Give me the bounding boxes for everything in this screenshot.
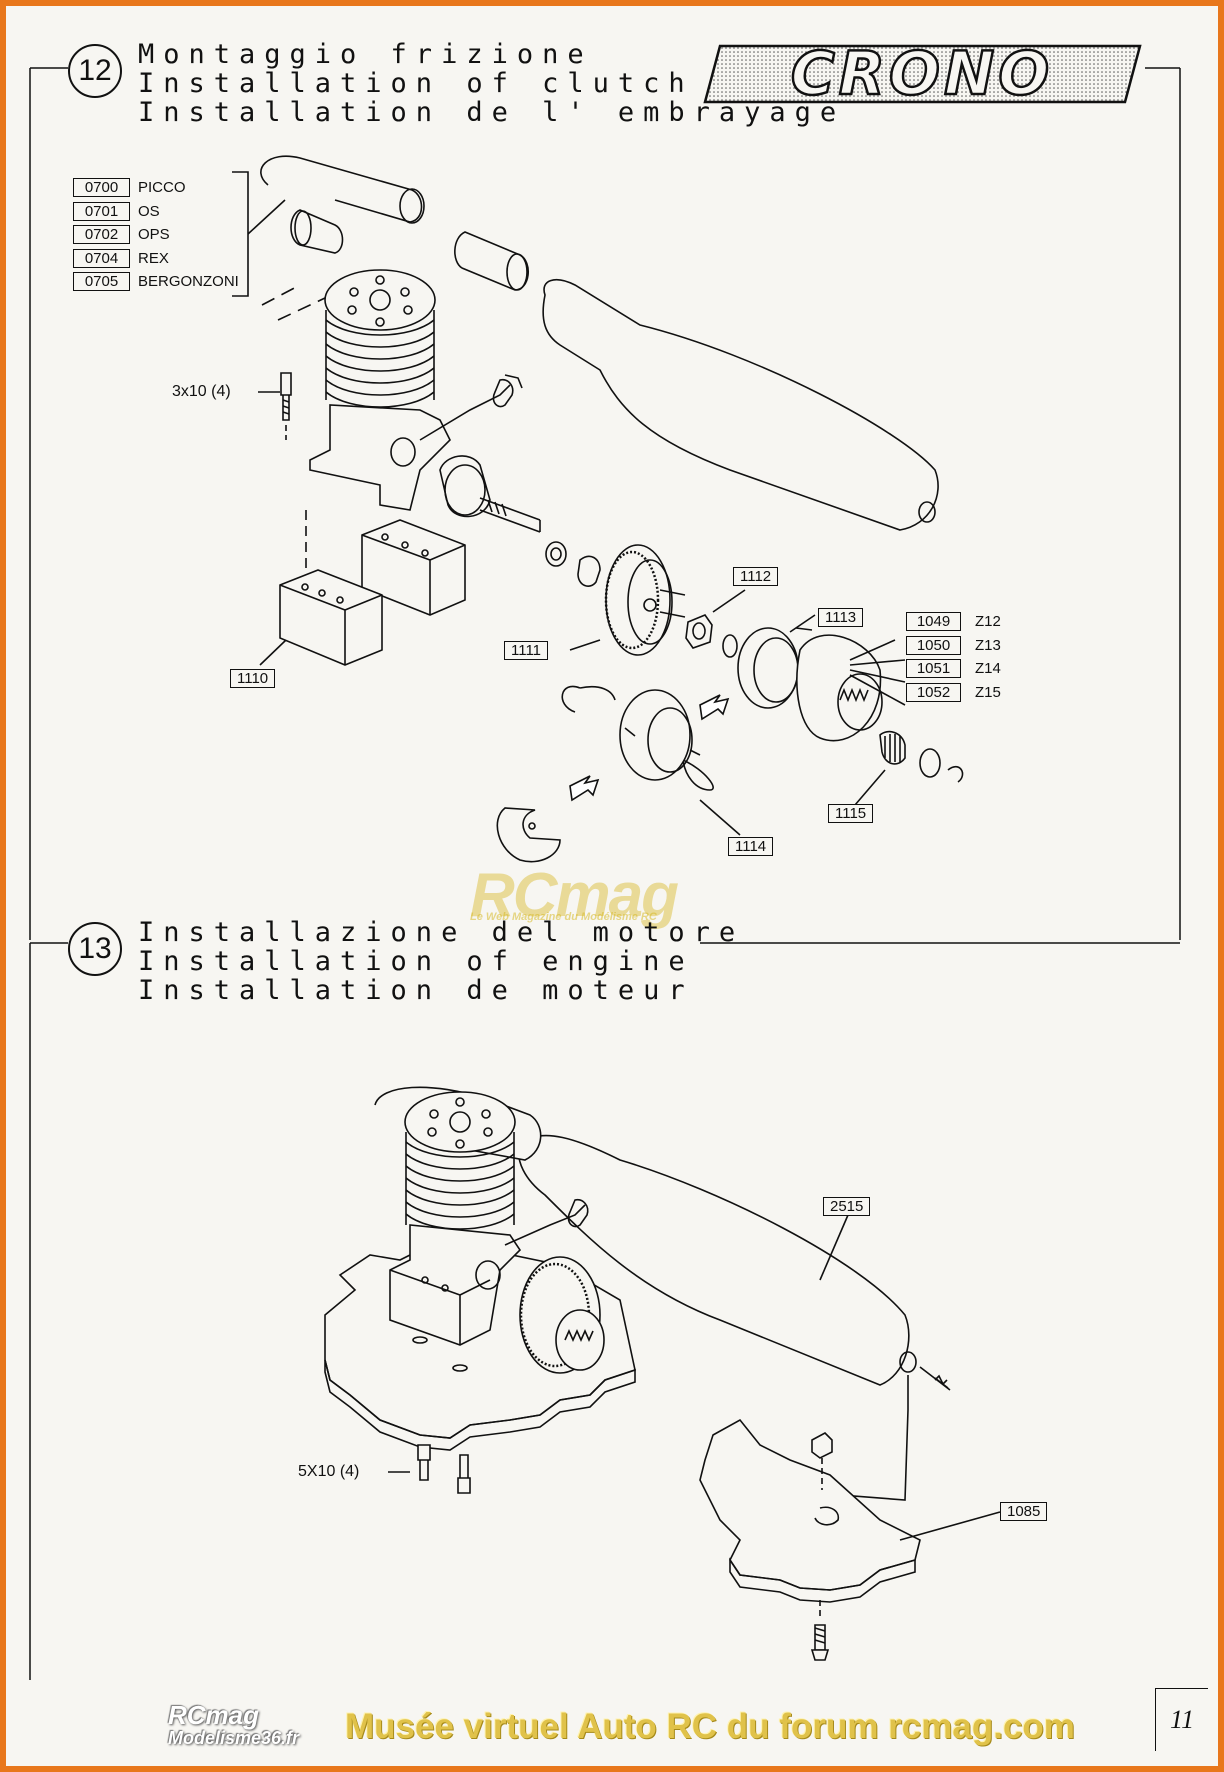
engine-name: OS (138, 202, 160, 220)
rcmag-watermark-subtitle: Le Web Magazine du Modélisme RC (470, 911, 657, 923)
engine-code: 0701 (73, 201, 130, 221)
section-12-title-en: Installation of clutch (138, 68, 694, 99)
crono-logo: CRONO (703, 42, 1142, 106)
engine-row: 0701 OS (73, 200, 239, 224)
footer-museum-text: Musée virtuel Auto RC du forum rcmag.com (345, 1707, 1075, 1746)
part-label-2515: 2515 (823, 1197, 871, 1216)
gear-code: 1050 (906, 635, 961, 655)
section-13-number: 13 (68, 922, 122, 976)
footer-rcmag-logo: RCmag (168, 1700, 260, 1730)
engine-row: 0702 OPS (73, 223, 239, 247)
gear-name: Z13 (975, 636, 1001, 654)
engine-row: 0704 REX (73, 247, 239, 271)
gear-row: 1051 Z14 (906, 657, 1001, 681)
gear-list: 1049 Z12 1050 Z13 1051 Z14 1052 Z15 (906, 610, 1001, 704)
section-12-number: 12 (68, 44, 122, 98)
part-label-1114: 1114 (728, 837, 774, 856)
section-13-title-fr: Installation de moteur (138, 975, 694, 1006)
engine-name: BERGONZONI (138, 273, 239, 291)
section-13-title-en: Installation of engine (138, 946, 694, 977)
engine-row: 0705 BERGONZONI (73, 270, 239, 294)
engine-list: 0700 PICCO 0701 OS 0702 OPS 0704 REX 070… (73, 176, 239, 294)
gear-row: 1052 Z15 (906, 681, 1001, 705)
screw-label-5x10: 5X10 (4) (298, 1463, 360, 1480)
rcmag-watermark: RCmag (470, 861, 679, 930)
engine-code: 0705 (73, 272, 130, 292)
gear-code: 1049 (906, 612, 961, 632)
part-label-1110: 1110 (230, 669, 276, 688)
engine-name: OPS (138, 226, 170, 244)
gear-row: 1050 Z13 (906, 634, 1001, 658)
engine-name: REX (138, 249, 169, 267)
engine-code: 0704 (73, 248, 130, 268)
screw-label-3x10: 3x10 (4) (172, 383, 231, 400)
engine-name: PICCO (138, 179, 186, 197)
engine-code: 0700 (73, 178, 130, 198)
part-label-1111: 1111 (504, 641, 549, 660)
gear-code: 1052 (906, 682, 961, 702)
gear-name: Z12 (975, 613, 1001, 631)
gear-name: Z15 (975, 683, 1001, 701)
engine-row: 0700 PICCO (73, 176, 239, 200)
part-label-1112: 1112 (733, 567, 779, 586)
engine-code: 0702 (73, 225, 130, 245)
footer-modelisme-logo: Modelisme36.fr (168, 1728, 300, 1748)
page-number: 11 (1170, 1705, 1195, 1734)
gear-name: Z14 (975, 660, 1001, 678)
gear-code: 1051 (906, 659, 961, 679)
section-13-title-it: Installazione del motore (138, 917, 745, 948)
part-label-1085: 1085 (1000, 1502, 1048, 1521)
part-label-1113: 1113 (818, 608, 864, 627)
page-number-box (1155, 1688, 1208, 1751)
section-12-title-it: Montaggio frizione (138, 39, 593, 70)
part-label-1115: 1115 (828, 804, 874, 823)
gear-row: 1049 Z12 (906, 610, 1001, 634)
svg-text:CRONO: CRONO (791, 42, 1053, 106)
